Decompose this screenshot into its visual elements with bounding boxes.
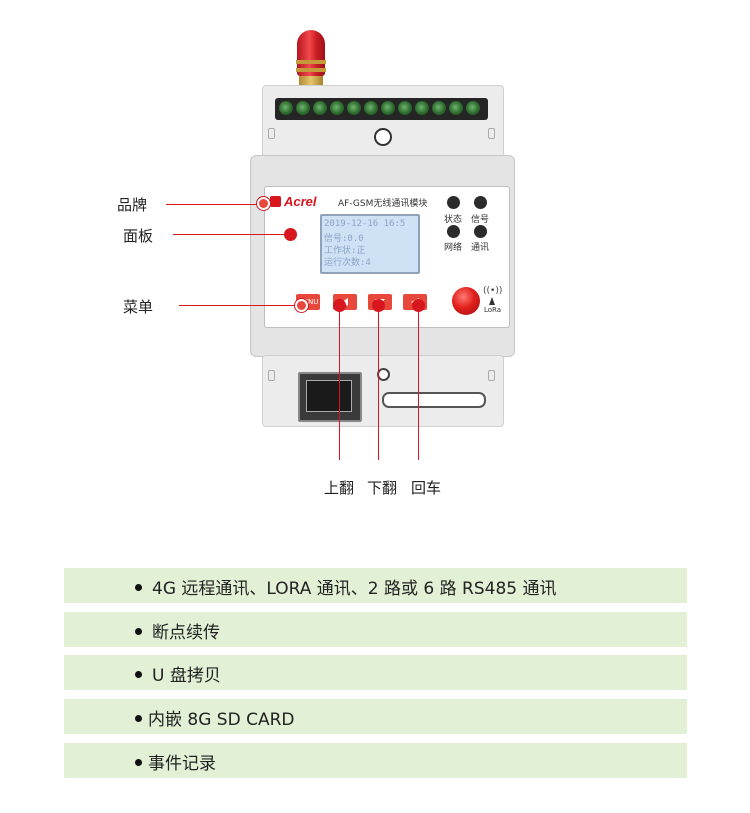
feature-text: 内嵌 8G SD CARD (148, 710, 295, 730)
terminal-screw (347, 101, 361, 115)
comm-indicator (474, 225, 487, 238)
terminal-screw (296, 101, 310, 115)
terminal-screw (466, 101, 480, 115)
signal-indicator (474, 196, 487, 209)
callout-dot (295, 299, 308, 312)
callout-menu: 菜单 (123, 298, 154, 316)
terminal-screw (415, 101, 429, 115)
callout-dot (372, 299, 385, 312)
antenna-ring (296, 68, 326, 72)
lcd-line: 工作状:正 (324, 246, 366, 256)
terminal-screw (364, 101, 378, 115)
feature-item: 事件记录 (64, 743, 687, 778)
comm-label: 通讯 (471, 243, 490, 253)
callout-dot (412, 299, 425, 312)
lora-antenna-knob (452, 287, 480, 315)
network-indicator (447, 225, 460, 238)
rj45-socket (306, 380, 352, 412)
terminal-screw (449, 101, 463, 115)
lcd-line: 2019-12-16 16:5 (324, 219, 406, 229)
callout-dot (257, 197, 270, 210)
callout-down: 下翻 (367, 479, 398, 497)
antenna-base (299, 76, 323, 86)
feature-item: U 盘拷贝 (64, 655, 687, 690)
leader-line (166, 204, 263, 205)
terminal-screw (313, 101, 327, 115)
callout-brand: 品牌 (117, 196, 148, 214)
terminal-screw (330, 101, 344, 115)
leader-line (378, 305, 379, 460)
antenna-ring (296, 60, 326, 64)
sd-card-slot (382, 392, 486, 408)
lcd-line: 运行次数:4 (324, 258, 371, 268)
feature-item: 内嵌 8G SD CARD (64, 699, 687, 734)
bullet-icon (135, 584, 142, 591)
bullet-icon (135, 628, 142, 635)
device-image: Acrel AF-GSM无线通讯模块 2019-12-16 16:5 信号:0.… (250, 30, 515, 427)
vent (268, 128, 275, 139)
lcd-line: 信号:0.0 (324, 234, 364, 244)
leader-line (173, 234, 290, 235)
feature-text: 事件记录 (148, 754, 216, 774)
terminal-screw (279, 101, 293, 115)
network-label: 网络 (444, 243, 463, 253)
bullet-icon (135, 715, 142, 722)
model-label: AF-GSM无线通讯模块 (338, 199, 428, 209)
callout-dot (284, 228, 297, 241)
acrel-logo-icon (270, 196, 281, 207)
callout-up: 上翻 (324, 479, 355, 497)
lora-label: LoRa (484, 306, 502, 314)
leader-line (418, 305, 419, 460)
leader-line (179, 305, 302, 306)
housing-top (262, 85, 504, 157)
bullet-icon (135, 671, 142, 678)
leader-line (339, 305, 340, 460)
vent (488, 370, 495, 381)
mount-screw (374, 128, 392, 146)
terminal-screw (381, 101, 395, 115)
vent (488, 128, 495, 139)
antenna-icon (489, 297, 495, 305)
callout-panel: 面板 (123, 227, 154, 245)
callout-enter: 回车 (411, 479, 442, 497)
terminal-screw (432, 101, 446, 115)
signal-label: 信号 (471, 215, 490, 225)
bullet-icon (135, 759, 142, 766)
feature-text: 4G 远程通讯、LORA 通讯、2 路或 6 路 RS485 通讯 (152, 579, 557, 599)
terminal-screw (398, 101, 412, 115)
callout-dot (333, 299, 346, 312)
vent (268, 370, 275, 381)
lcd-screen (320, 214, 420, 274)
status-indicator (447, 196, 460, 209)
feature-text: U 盘拷贝 (152, 666, 221, 686)
feature-text: 断点续传 (152, 623, 220, 643)
feature-item: 断点续传 (64, 612, 687, 647)
brand-logo: Acrel (284, 194, 317, 209)
feature-item: 4G 远程通讯、LORA 通讯、2 路或 6 路 RS485 通讯 (64, 568, 687, 603)
status-label: 状态 (444, 215, 463, 225)
wireless-icon: ((•)) (483, 286, 503, 296)
